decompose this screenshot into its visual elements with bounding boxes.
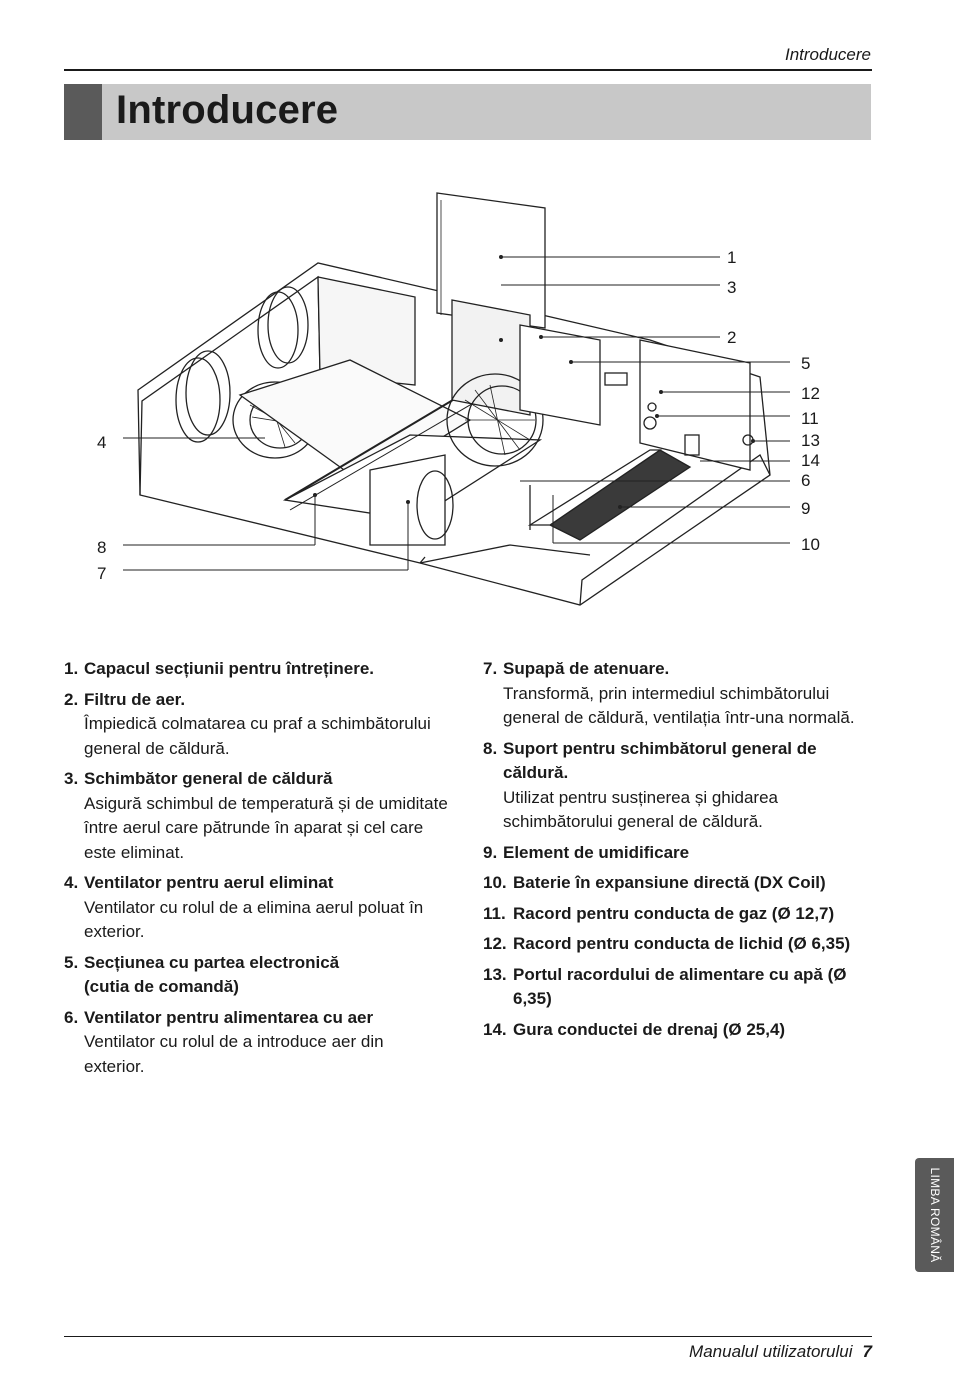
footer: Manualul utilizatorului 7 [689,1342,872,1362]
item-title: Ventilator pentru alimentarea cu aer [84,1007,374,1027]
callout-11: 11 [801,409,819,428]
item-number: 12. [483,934,507,953]
item-title: Baterie în expansiune directă (DX Coil) [513,873,826,892]
item-number: 3. [64,769,79,788]
title-accent [64,84,102,140]
item-description: Utilizat pentru susținerea și ghidarea s… [503,787,778,832]
item-number: 5. [64,952,79,972]
legend-item: 10. Baterie în expansiune directă (DX Coi… [483,871,883,896]
item-description: Ventilator cu rolul de a elimina aerul p… [84,897,424,942]
item-title: Ventilator pentru aerul eliminat [84,873,334,892]
legend-item: 5.Secțiunea cu partea electronică (cutia… [64,951,454,1000]
item-title: Racord pentru conducta de gaz (Ø 12,7) [513,903,835,923]
page-title: Introducere [116,88,339,132]
item-title: Element de umidificare [503,842,690,862]
callout-9: 9 [801,499,811,518]
item-title: Secțiunea cu partea electronică (cutia d… [84,952,340,997]
item-title: Racord pentru conducta de lichid (Ø 6,35… [513,934,851,953]
item-number: 4. [64,873,79,892]
callout-1: 1 [727,248,737,267]
unit-diagram: 1 3 2 5 12 11 13 14 6 9 10 4 8 7 [90,185,850,615]
item-title: Filtru de aer. [84,689,186,709]
legend-item: 13. Portul racordului de alimentare cu ap… [483,963,883,1012]
item-number: 14. [483,1019,507,1039]
item-description: Asigură schimbul de temperatură și de um… [84,793,448,862]
page-number: 7 [862,1342,872,1361]
item-number: 1. [64,659,79,678]
item-title: Suport pentru schimbătorul general de că… [503,738,817,783]
legend-item: 4. Ventilator pentru aerul eliminat Venti… [64,871,454,945]
item-title: Schimbător general de căldură [84,769,333,788]
callout-12: 12 [801,384,820,403]
legend-item: 12. Racord pentru conducta de lichid (Ø 6… [483,932,883,957]
callout-8: 8 [97,538,107,557]
item-title: Supapă de atenuare. [503,659,670,678]
item-title: Gura conductei de drenaj (Ø 25,4) [513,1019,786,1039]
legend-item: 3. Schimbător general de căldură Asigură … [64,767,454,865]
callout-4: 4 [97,433,107,452]
title-bar: Introducere [64,84,871,140]
callout-2: 2 [727,328,737,347]
callout-3: 3 [727,278,737,297]
legend-left-column: 1.Capacul secțiunii pentru întreținere. … [64,657,454,1085]
item-title: Portul racordului de alimentare cu apă (… [513,964,847,1009]
unit-illustration [123,192,790,606]
item-number: 11. [483,903,506,923]
running-header: Introducere [785,45,871,64]
item-number: 13. [483,964,507,984]
legend-right-column: 7. Supapă de atenuare. Transformă, prin i… [483,657,883,1048]
language-tab: LIMBA ROMÂNĂ [915,1158,954,1272]
callout-14: 14 [801,451,820,470]
callout-10: 10 [801,535,820,554]
item-title: Capacul secțiunii pentru întreținere. [84,659,375,678]
legend-item: 14. Gura conductei de drenaj (Ø 25,4) [483,1018,883,1043]
legend-item: 2.Filtru de aer. Împiedică colmatarea cu… [64,688,454,762]
item-number: 2. [64,689,79,709]
item-number: 8. [483,738,498,758]
legend-item: 11. Racord pentru conducta de gaz (Ø 12,7… [483,902,883,927]
footer-manual-title: Manualul utilizatorului [689,1342,853,1361]
legend-item: 8.Suport pentru schimbătorul general de … [483,737,883,835]
item-description: Ventilator cu rolul de a introduce aer d… [84,1032,384,1076]
item-number: 7. [483,659,498,678]
callout-6: 6 [801,471,811,490]
item-description: Transformă, prin intermediul schimbătoru… [503,683,855,728]
item-number: 6. [64,1007,79,1027]
callout-7: 7 [97,564,107,583]
item-number: 10. [483,873,507,892]
legend-item: 1. Capacul secțiunii pentru întreținere. [64,657,454,682]
item-description: Împiedică colmatarea cu praf a schimbăto… [84,714,431,758]
language-tab-label: LIMBA ROMÂNĂ [927,1167,942,1263]
item-number: 9. [483,842,498,862]
footer-rule [64,1336,872,1337]
legend-item: 6.Ventilator pentru alimentarea cu aer V… [64,1006,454,1080]
callout-5: 5 [801,354,811,373]
legend-item: 7. Supapă de atenuare. Transformă, prin i… [483,657,883,731]
legend-item: 9.Element de umidificare [483,841,883,866]
callout-13: 13 [801,431,820,450]
header-rule [64,69,872,71]
